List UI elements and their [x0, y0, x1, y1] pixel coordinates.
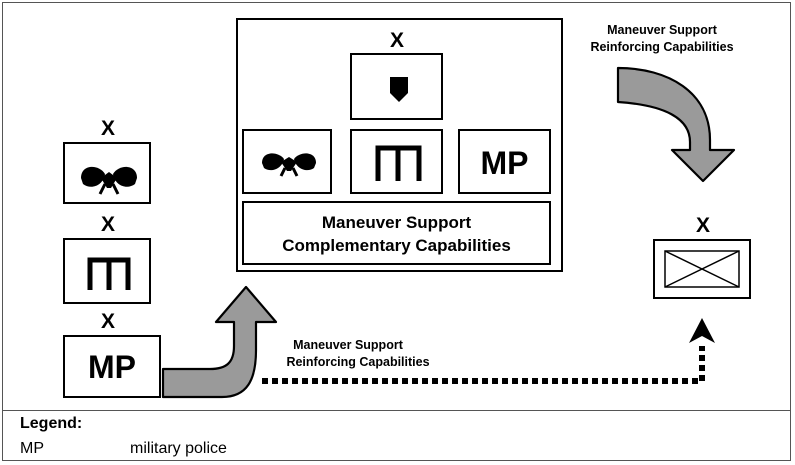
chemical-symbol-icon [87, 257, 131, 290]
echelon-marker-target: X [695, 214, 710, 237]
complementary-label-line1: Maneuver Support [321, 213, 472, 232]
shield-symbol-icon [390, 77, 408, 102]
complementary-label-line2: Complementary Capabilities [282, 236, 511, 255]
complementary-capabilities-box: Maneuver Support Complementary Capabilit… [242, 201, 551, 265]
center-chemical-unit [350, 129, 443, 194]
left-engineer-unit [63, 142, 151, 204]
left-chemical-unit [63, 238, 151, 304]
echelon-marker-left-engineer: X [100, 117, 115, 140]
center-mp-unit: MP [458, 129, 551, 194]
legend-divider [2, 410, 791, 411]
center-engineer-unit [242, 129, 332, 194]
chemical-symbol-icon [375, 145, 422, 181]
echelon-marker-center-hq: X [389, 29, 404, 52]
echelon-marker-left-mp: X [100, 310, 115, 333]
legend-entry-definition: military police [130, 440, 227, 457]
infantry-symbol-icon [664, 250, 740, 288]
diagram-frame [2, 2, 791, 461]
engineer-symbol-icon [81, 166, 137, 195]
left-mp-label: MP [88, 349, 136, 385]
center-mp-label: MP [480, 145, 529, 181]
target-infantry-unit [653, 239, 751, 299]
engineer-symbol-icon [262, 153, 316, 177]
left-mp-unit: MP [63, 335, 161, 398]
legend-title: Legend: [20, 415, 83, 432]
reinforcing-top-line2: Reinforcing Capabilities [590, 40, 734, 54]
reinforcing-bottom-line2: Reinforcing Capabilities [286, 355, 430, 369]
center-hq-unit [350, 53, 443, 120]
echelon-marker-left-chemical: X [100, 213, 115, 236]
legend-entry-abbr: MP [20, 440, 44, 457]
reinforcing-top-line1: Maneuver Support [607, 23, 717, 37]
reinforcing-bottom-line1: Maneuver Support [293, 338, 403, 352]
